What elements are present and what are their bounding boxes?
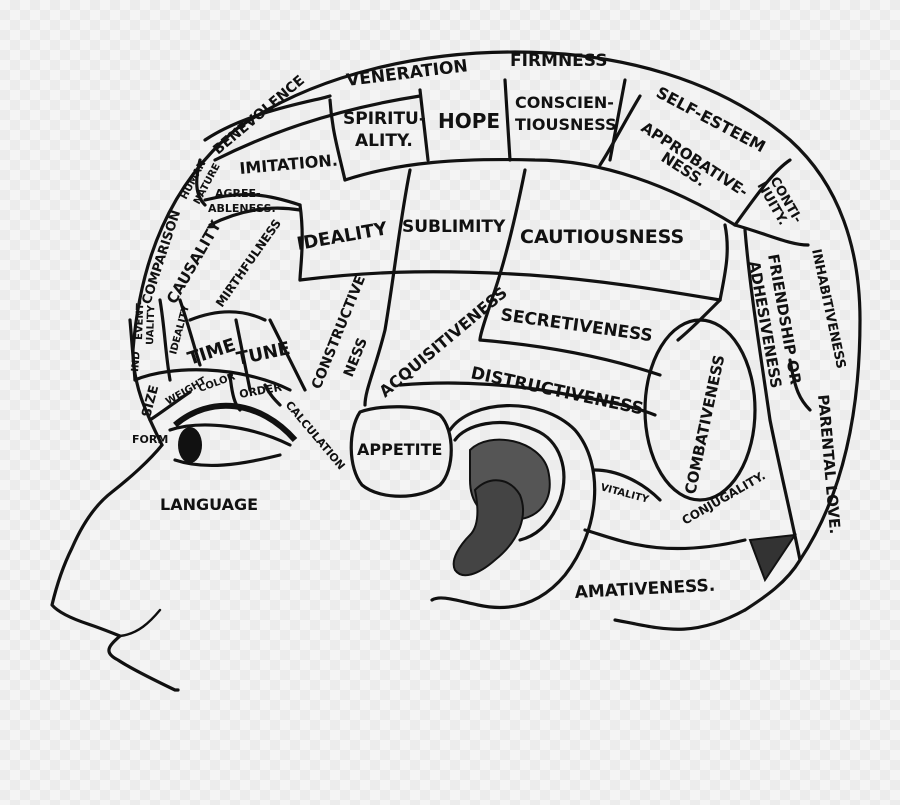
head-outline: [131, 50, 862, 612]
label-parental-love: PARENTAL LOVE.: [814, 394, 844, 535]
label-spirituality-2: ALITY.: [355, 131, 413, 151]
label-conscientiousness-2: TIOUSNESS: [515, 115, 617, 134]
label-amativeness: AMATIVENESS.: [574, 576, 715, 603]
label-imitation: IMITATION.: [239, 150, 339, 178]
label-constructiveness-2: NESS: [341, 336, 371, 380]
label-distructiveness: DISTRUCTIVENESS: [469, 363, 645, 419]
region-lines: [128, 78, 812, 562]
label-agreeableness-2: ABLENESS.: [208, 202, 276, 215]
label-cautiousness: CAUTIOUSNESS: [520, 226, 684, 248]
combativeness-oval: [643, 318, 757, 502]
ear: [430, 404, 597, 610]
label-ideality-upper: IDEALITY: [295, 218, 390, 255]
label-tune: TUNE: [235, 338, 292, 370]
label-eventuality-1: EVENT-: [134, 300, 146, 340]
label-benevolence: BENEVOLENCE: [210, 72, 308, 158]
label-sublimity: SUBLIMITY: [402, 217, 506, 237]
label-hope: HOPE: [438, 109, 500, 133]
appetite-region: [349, 405, 453, 498]
neck-line: [613, 608, 747, 631]
label-ind: IND: [130, 351, 143, 372]
label-firmness: FIRMNESS: [510, 51, 608, 71]
label-appetite: APPETITE: [357, 440, 442, 459]
label-constructiveness-1: CONSTRUCTIVE: [309, 273, 369, 391]
nostril-line: [118, 608, 162, 638]
label-secretiveness: SECRETIVENESS: [499, 305, 654, 346]
label-mirthfulness: MIRTHFULNESS: [213, 217, 284, 310]
neck-shading: [748, 533, 798, 583]
label-conscientiousness-1: CONSCIEN-: [515, 93, 614, 112]
label-spirituality-1: SPIRITU-: [343, 109, 426, 129]
eye: [168, 402, 298, 468]
label-language: LANGUAGE: [160, 495, 258, 514]
label-combativeness: COMBATIVENESS: [681, 353, 728, 496]
face-profile: [50, 443, 180, 692]
label-inhabitiveness: INHABITIVENESS: [808, 248, 848, 370]
label-form: FORM: [132, 433, 168, 446]
label-eventuality-2: UALITY: [145, 304, 157, 345]
label-order: ORDER: [238, 381, 283, 401]
label-agreeableness-1: AGREE-: [215, 187, 261, 200]
